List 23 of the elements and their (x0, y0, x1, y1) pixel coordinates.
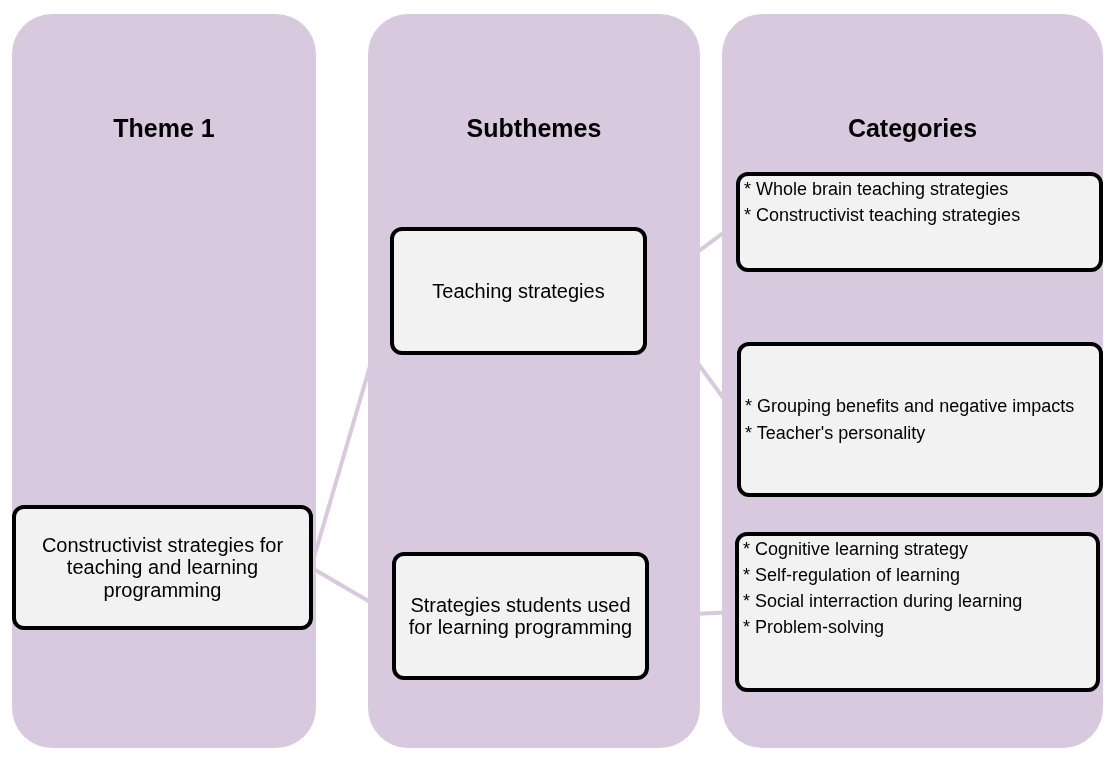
subtheme-box (390, 227, 647, 355)
column-band (368, 14, 700, 748)
column-heading: Subthemes (465, 114, 603, 143)
category-item: * Constructivist teaching strategies (744, 205, 1022, 226)
subtheme-box (392, 552, 649, 680)
category-item: * Social interraction during learning (743, 591, 1024, 612)
column-heading: Theme 1 (112, 114, 216, 143)
box-label: Strategies students used for learning programming (407, 593, 634, 639)
column-band (722, 14, 1103, 748)
category-box (737, 342, 1103, 497)
category-item: * Whole brain teaching strategies (744, 179, 1010, 200)
column-heading: Categories (846, 114, 979, 143)
category-item: * Teacher's personality (745, 422, 927, 443)
category-box (735, 532, 1100, 692)
category-box (736, 172, 1103, 272)
category-item: * Problem-solving (743, 617, 886, 638)
category-item: * Grouping benefits and negative impacts (745, 396, 1076, 417)
box-label: Constructivist strategies for teaching and learning programming (40, 533, 285, 602)
column-band (12, 14, 316, 748)
category-item: * Cognitive learning strategy (743, 539, 970, 560)
category-item: * Self-regulation of learning (743, 565, 962, 586)
box-label: Teaching strategies (432, 279, 605, 303)
theme-box (12, 505, 313, 630)
